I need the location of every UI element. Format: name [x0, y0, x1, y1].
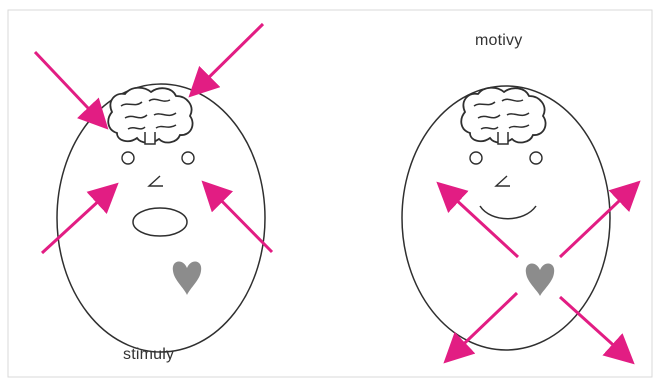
right-eye-icon — [182, 152, 194, 164]
label-motivy: motivy — [475, 32, 522, 50]
left-face — [57, 84, 265, 352]
nose-icon — [149, 176, 163, 186]
arrow-icon — [560, 184, 637, 257]
diagram-frame — [8, 10, 652, 377]
heart-icon — [526, 264, 554, 296]
left-eye-icon — [470, 152, 482, 164]
left-eye-icon — [122, 152, 134, 164]
heart-icon — [173, 262, 201, 295]
arrow-icon — [192, 24, 263, 94]
right-eye-icon — [530, 152, 542, 164]
arrow-icon — [560, 297, 631, 361]
arrow-icon — [42, 186, 115, 253]
brain-icon — [108, 88, 192, 144]
label-stimuly: stimuly — [123, 346, 174, 364]
brain-icon — [461, 88, 545, 144]
open-mouth-icon — [133, 208, 187, 236]
arrow-icon — [440, 185, 518, 257]
arrow-icon — [35, 52, 105, 126]
smile-mouth-icon — [480, 206, 536, 219]
right-face — [402, 86, 610, 350]
nose-icon — [496, 176, 510, 186]
arrow-icon — [205, 184, 272, 252]
